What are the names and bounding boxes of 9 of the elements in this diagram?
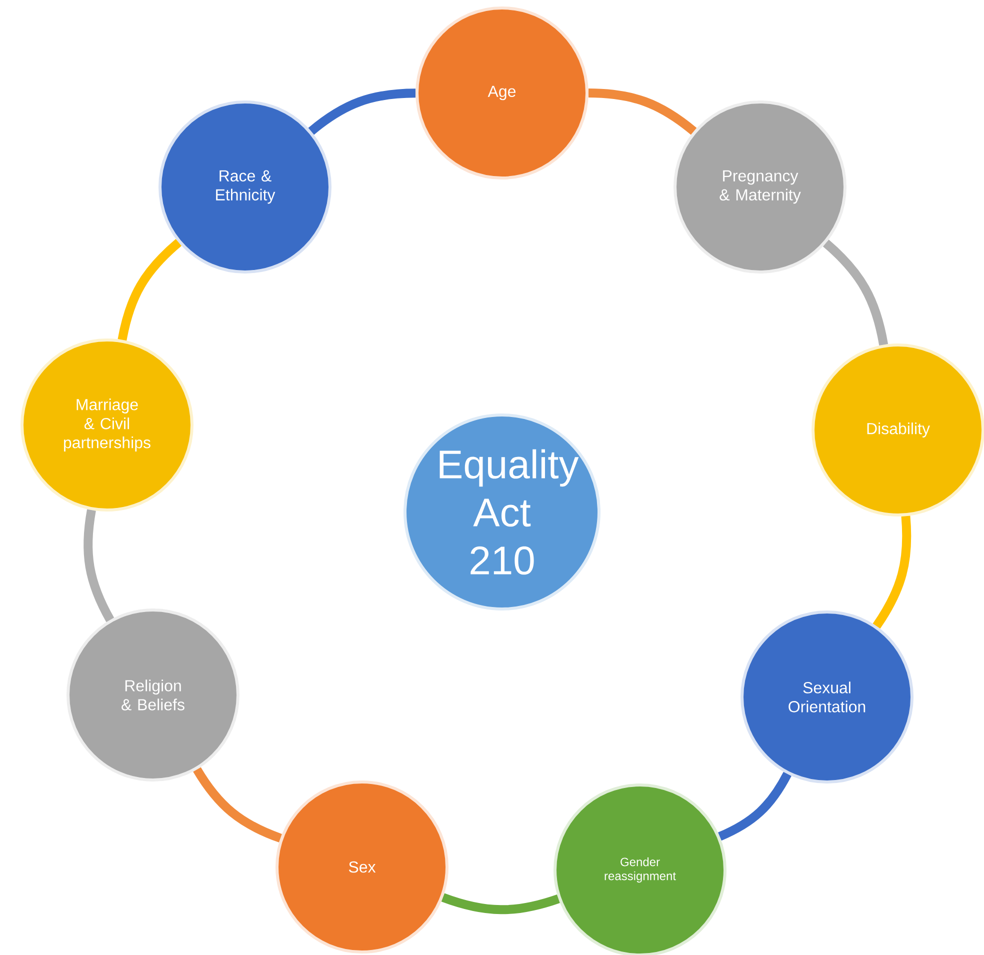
ring-segment [84, 509, 114, 622]
ring-segment [822, 240, 888, 346]
ring-segment [441, 893, 560, 914]
ring-segment [588, 88, 697, 135]
ring-segment [118, 239, 182, 341]
ring-segment [308, 88, 416, 135]
ring-segment [872, 516, 912, 629]
ring-segment [193, 767, 282, 842]
ring-segment [718, 772, 792, 841]
